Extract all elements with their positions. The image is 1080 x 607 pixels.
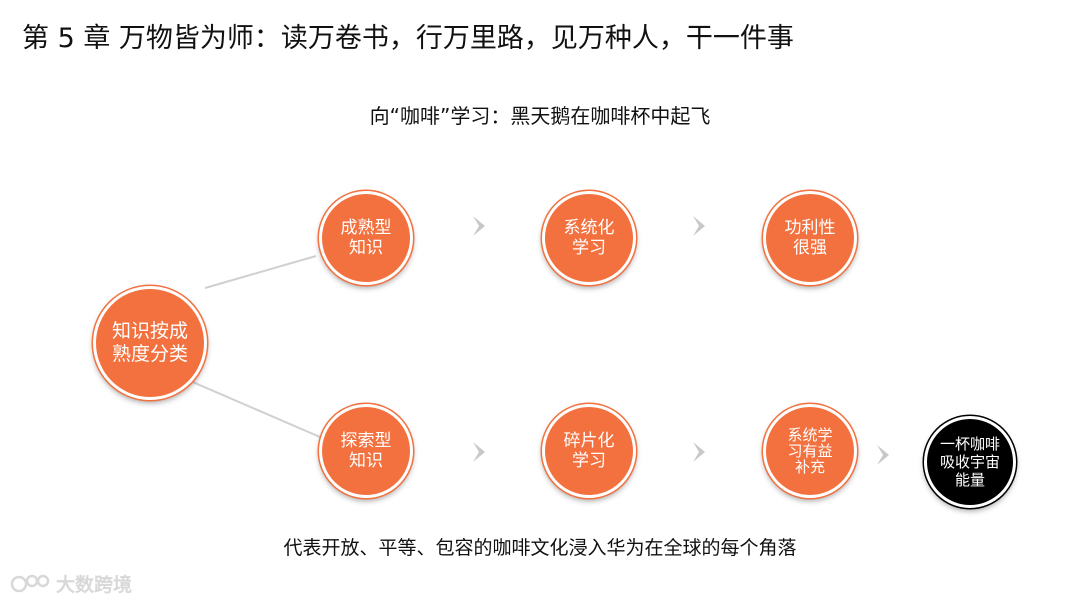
node-fragmented-learning: 碎片化 学习 xyxy=(542,404,636,498)
root-node: 知识按成 熟度分类 xyxy=(93,286,207,400)
node-label: 探索型 知识 xyxy=(340,430,392,471)
connector-root-to-top xyxy=(204,255,317,289)
chevron-right-icon xyxy=(877,445,889,465)
node-label: 系统学 习有益 补充 xyxy=(787,425,833,477)
chevron-right-icon xyxy=(693,442,705,462)
node-systematic-learning: 系统化 学习 xyxy=(542,191,636,285)
node-exploratory-knowledge: 探索型 知识 xyxy=(319,404,413,498)
chevron-right-icon xyxy=(473,442,485,462)
node-coffee-result: 一杯咖啡 吸收宇宙 能量 xyxy=(924,416,1016,508)
diagram-subtitle: 向“咖啡”学习：黑天鹅在咖啡杯中起飞 xyxy=(369,104,711,128)
watermark-text: 大数跨境 xyxy=(56,574,133,596)
root-node-label: 知识按成 熟度分类 xyxy=(111,320,188,365)
node-mature-knowledge: 成熟型 知识 xyxy=(319,191,413,285)
connector-root-to-bottom xyxy=(187,379,321,438)
node-label: 系统化 学习 xyxy=(563,217,615,258)
node-label: 碎片化 学习 xyxy=(563,430,615,471)
node-supplement: 系统学 习有益 补充 xyxy=(763,404,857,498)
page-title: 第 5 章 万物皆为师：读万卷书，行万里路，见万种人，干一件事 xyxy=(22,23,794,54)
chevron-right-icon xyxy=(693,216,705,236)
node-label: 功利性 很强 xyxy=(784,217,836,258)
watermark-icon xyxy=(10,574,50,592)
node-utilitarian: 功利性 很强 xyxy=(763,191,857,285)
node-label: 成熟型 知识 xyxy=(340,217,392,258)
node-label: 一杯咖啡 吸收宇宙 能量 xyxy=(939,435,1000,489)
chevron-right-icon xyxy=(473,216,485,236)
diagram-caption: 代表开放、平等、包容的咖啡文化浸入华为在全球的每个角落 xyxy=(283,537,797,559)
watermark-logo: 大数跨境 xyxy=(10,570,132,597)
